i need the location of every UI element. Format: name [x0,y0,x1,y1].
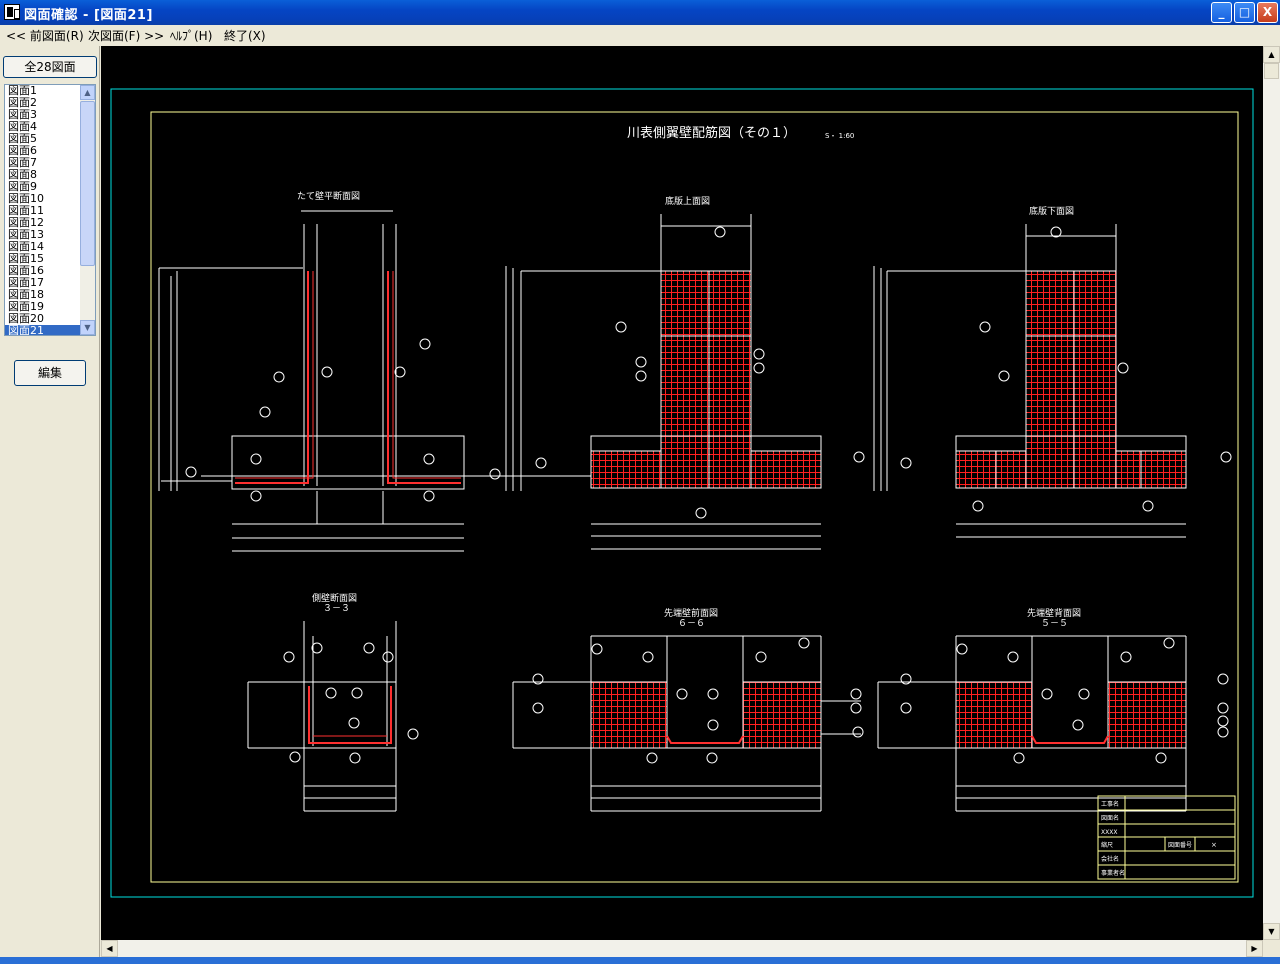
view-base-top-label: 底版上面図 [665,195,710,207]
inner-frame [150,111,1239,883]
view-front-section: 先端壁前面図 ６－６ [512,607,864,812]
vertical-scroll-thumb[interactable] [1264,63,1279,79]
title-block-row-5: 会社名 [1101,855,1119,863]
window-title: 図面確認 - [図面21] [24,8,153,23]
drawing-list-item[interactable]: 図面10 [8,192,44,205]
view-plan-section: たて壁平断面図 [158,190,501,552]
drawing-scale: S・ 1:60 [825,132,854,140]
edit-button[interactable]: 編集 [14,360,86,386]
view-base-bottom: 底版下面図 [853,205,1232,538]
drawing-number-label: 図面番号 [1168,842,1192,849]
taskbar-edge [0,957,1280,964]
drawing-list-item[interactable]: 図面9 [8,180,37,193]
menu-exit[interactable]: 終了(X) [224,29,266,43]
scroll-right-icon[interactable]: ▶ [1246,940,1263,957]
drawing-list-item[interactable]: 図面19 [8,300,44,313]
drawing-list-item[interactable]: 図面16 [8,264,44,277]
scroll-down-icon[interactable]: ▼ [80,320,95,335]
view-front-section-label: 先端壁前面図 [664,607,718,619]
drawing-list-item[interactable]: 図面3 [8,108,37,121]
drawing-list-item[interactable]: 図面4 [8,120,37,133]
view-side-section-sublabel: ３－３ [323,604,350,614]
view-front-section-sublabel: ６－６ [678,619,705,629]
close-button[interactable]: X [1257,2,1278,23]
title-block-row-1: 工事名 [1101,800,1119,808]
menu-help[interactable]: ﾍﾙﾌﾟ(H) [170,29,213,43]
scroll-up-icon[interactable]: ▲ [1263,46,1280,63]
drawing-canvas[interactable]: 川表側翼壁配筋図（その１） S・ 1:60 たて壁平断面図 [101,46,1263,940]
drawing-list-item[interactable]: 図面17 [8,276,44,289]
menu-prev-drawing[interactable]: << 前図面(R) [6,29,84,43]
view-back-section-sublabel: ５－５ [1041,619,1068,629]
menu-next-drawing[interactable]: 次図面(F) >> [88,29,165,43]
title-bar: 図面確認 - [図面21] _ □ X [0,0,1280,25]
drawing-list-item[interactable]: 図面18 [8,288,44,301]
drawing-list-item[interactable]: 図面14 [8,240,44,253]
minimize-button[interactable]: _ [1211,2,1232,23]
view-base-top: 底版上面図 [489,195,822,550]
drawing-list-item[interactable]: 図面8 [8,168,37,181]
vertical-scrollbar[interactable]: ▲ ▼ [1263,46,1280,940]
scroll-up-icon[interactable]: ▲ [80,85,95,100]
drawing-list-item[interactable]: 図面12 [8,216,44,229]
drawing-list-scrollbar[interactable]: ▲ ▼ [80,85,95,335]
view-back-section: 先端壁背面図 ５－５ [877,607,1229,812]
all-drawings-button[interactable]: 全28図面 [3,56,97,78]
view-base-bottom-label: 底版下面図 [1029,205,1074,217]
drawing-number-value: × [1211,841,1217,849]
drawing-title: 川表側翼壁配筋図（その１） [627,125,796,141]
drawing-list-item[interactable]: 図面6 [8,144,37,157]
drawing-list-item[interactable]: 図面13 [8,228,44,241]
title-block-row-3: XXXX [1101,829,1117,836]
cad-drawing: 川表側翼壁配筋図（その１） S・ 1:60 たて壁平断面図 [110,88,1254,898]
view-side-section-label: 側壁断面図 [312,592,357,604]
drawing-list-item[interactable]: 図面1 [8,84,37,97]
scroll-left-icon[interactable]: ◀ [101,940,118,957]
drawing-list-item[interactable]: 図面5 [8,132,37,145]
horizontal-scrollbar[interactable]: ◀ ▶ [101,940,1263,957]
title-block-row-6: 事業者名 [1101,869,1125,877]
drawing-list-item[interactable]: 図面2 [8,96,37,109]
outer-frame [110,88,1254,898]
view-back-section-label: 先端壁背面図 [1027,607,1081,619]
title-block: 工事名 図面名 XXXX 縮尺 会社名 事業者名 図面番号 × [1097,795,1236,880]
drawing-list-item[interactable]: 図面21 [5,325,80,335]
drawing-list-scroll-thumb[interactable] [80,101,95,266]
app-icon [4,4,20,20]
drawing-list-item[interactable]: 図面11 [8,204,44,217]
drawing-list-item[interactable]: 図面7 [8,156,37,169]
scroll-down-icon[interactable]: ▼ [1263,923,1280,940]
title-block-row-2: 図面名 [1101,814,1119,822]
maximize-button[interactable]: □ [1234,2,1255,23]
menu-bar: << 前図面(R) 次図面(F) >> ﾍﾙﾌﾟ(H) 終了(X) [0,25,1280,45]
view-plan-section-label: たて壁平断面図 [297,190,360,202]
drawing-list-item[interactable]: 図面15 [8,252,44,265]
view-side-section: 側壁断面図 ３－３ [247,592,419,812]
title-block-row-4: 縮尺 [1101,841,1113,849]
drawing-list-item[interactable]: 図面20 [8,312,44,325]
